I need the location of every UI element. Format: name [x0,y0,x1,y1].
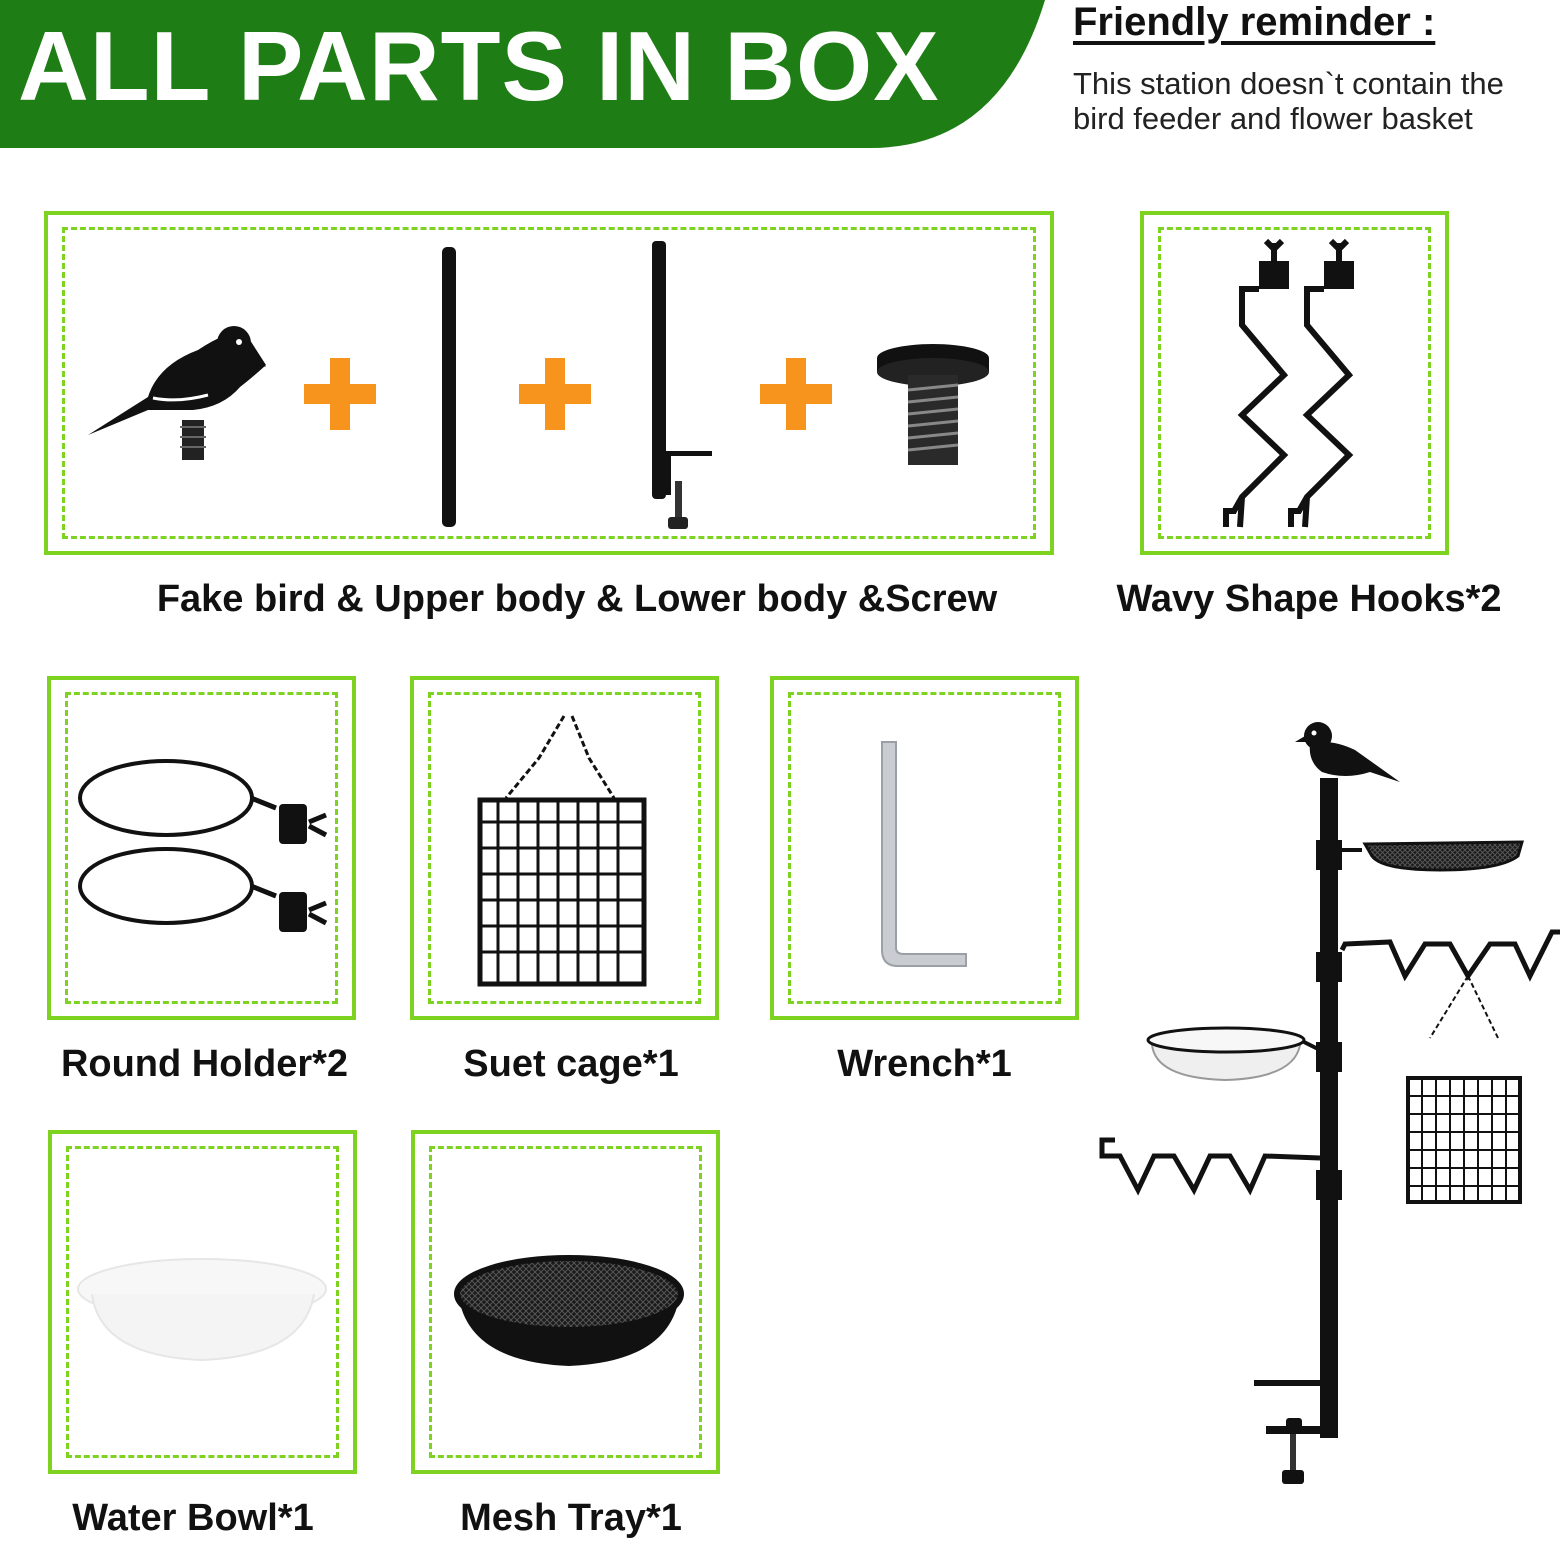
water-bowl-caption: Water Bowl*1 [72,1497,314,1539]
main-parts-caption: Fake bird & Upper body & Lower body &Scr… [156,578,998,620]
suet-cage-icon [477,715,647,987]
wavy-hook-icon [1339,929,1560,982]
water-bowl-box [48,1130,357,1474]
round-holder-icon [78,847,328,932]
main-parts-box [44,211,1054,555]
plus-icon [304,358,376,430]
hooks-caption: Wavy Shape Hooks*2 [1116,578,1502,620]
wrench-box [770,676,1079,1020]
wavy-hook-icon [1223,238,1289,528]
suet-cage-caption: Suet cage*1 [463,1043,679,1085]
wavy-hook-icon [1288,238,1354,528]
round-holder-box [47,676,356,1020]
lower-body-pole-icon [652,241,712,529]
reminder-title: Friendly reminder : [1073,0,1436,44]
plus-icon [760,358,832,430]
screw-icon [877,344,989,465]
banner-background [0,0,1045,148]
banner-title: ALL PARTS IN BOX [18,11,940,121]
upper-body-pole-icon [442,247,456,527]
fake-bird-icon [88,326,266,460]
plus-icon [519,358,591,430]
water-bowl-icon [1146,1026,1321,1082]
hooks-box [1140,211,1449,555]
round-holder-icon [78,759,328,844]
fake-bird-icon [1295,722,1400,782]
water-bowl-icon [77,1258,327,1362]
suet-cage-icon [1406,975,1522,1204]
wrench-icon [881,741,967,967]
round-holder-caption: Round Holder*2 [60,1043,349,1085]
mesh-tray-box [411,1130,720,1474]
suet-cage-box [410,676,719,1020]
reminder-text: This station doesn`t contain the bird fe… [1073,66,1504,136]
assembled-station-illustration [1099,722,1560,1484]
wrench-caption: Wrench*1 [837,1043,1012,1085]
clamp-icon [1254,1380,1338,1484]
wavy-hook-icon [1099,1137,1321,1196]
mesh-tray-caption: Mesh Tray*1 [460,1497,682,1539]
mesh-tray-icon [1342,840,1524,872]
mesh-tray-icon [454,1255,684,1366]
